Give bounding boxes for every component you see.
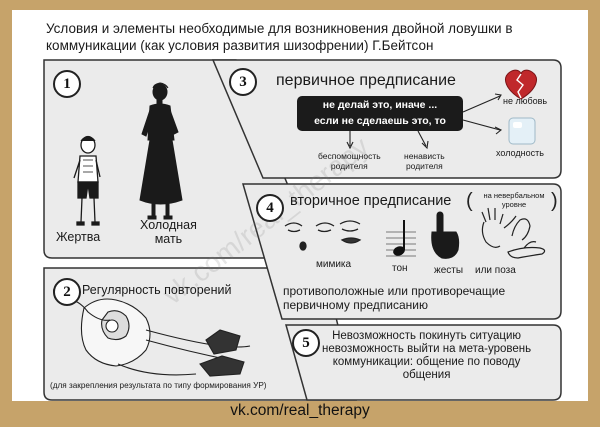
nonverbal-note-line2: уровне (501, 200, 527, 209)
hatred-label-line1: ненависть (404, 151, 445, 161)
cold-mother-label-line2: мать (154, 232, 183, 246)
hatred-label: ненависть родителя (404, 151, 445, 171)
panel-4-number: 4 (256, 194, 284, 222)
hatred-label-line2: родителя (405, 161, 443, 171)
broken-heart-icon (505, 69, 537, 100)
poster-title: Условия и элементы необходимые для возни… (46, 21, 513, 53)
primary-injunction-heading: первичное предписание (276, 72, 456, 89)
music-note-icon (386, 220, 416, 257)
panel-5-number: 5 (292, 329, 320, 357)
panel-1-number: 1 (53, 70, 81, 98)
face-icon (284, 220, 362, 251)
secondary-description-line2: первичному предписанию (283, 298, 428, 312)
svg-text:): ) (551, 190, 558, 212)
panel-5-line3: коммуникации: общение по поводу (332, 356, 521, 368)
regularity-note: (для закрепления результата по типу форм… (50, 381, 267, 390)
arrows-panel-3 (346, 93, 503, 150)
not-love-label: не любовь (503, 96, 548, 106)
footer-link[interactable]: vk.com/real_therapy (230, 402, 370, 419)
nonverbal-note-line1: на невербальном (483, 191, 545, 200)
cold-mother-label-line1: Холодная (140, 218, 197, 232)
secondary-injunction-heading: вторичное предписание (290, 193, 452, 209)
boy-figure-icon (73, 135, 101, 226)
mother-figure-icon (139, 82, 183, 220)
secondary-description-line1: противоположные или противоречащие (283, 284, 506, 298)
helplessness-label-line1: беспомощность (318, 151, 381, 161)
primary-injunction-line2: если не сделаешь это, то (314, 115, 446, 127)
panel-5-line4: общения (402, 369, 451, 381)
regularity-heading: Регулярность повторений (82, 283, 232, 297)
primary-injunction-box: не делай это, иначе ... если не сделаешь… (297, 96, 463, 131)
panel-3-number: 3 (229, 68, 257, 96)
nonverbal-note: на невербальном уровне (477, 191, 551, 209)
secondary-injunction-description: противоположные или противоречащие перви… (283, 284, 505, 312)
pointing-hand-icon (431, 211, 460, 259)
ice-cube-icon (508, 117, 536, 145)
tone-label: тон (392, 263, 408, 274)
panel-5-line1: Невозможность покинуть ситуацию (332, 330, 522, 342)
coldness-label: холодность (496, 148, 544, 158)
cold-mother-label: Холодная мать (140, 218, 197, 246)
panel-5-text: Невозможность покинуть ситуацию невозмож… (322, 330, 531, 382)
pose-label: или поза (475, 265, 516, 276)
primary-injunction-line1: не делай это, иначе ... (322, 99, 438, 111)
helplessness-label: беспомощность родителя (318, 151, 381, 171)
panel-5-line2: невозможность выйти на мета-уровень (322, 343, 532, 355)
helplessness-label-line2: родителя (330, 161, 368, 171)
victim-label: Жертва (56, 230, 101, 244)
open-hand-icon (507, 241, 546, 259)
svg-text:(: ( (466, 190, 473, 212)
neuron-icon (52, 285, 251, 377)
gestures-label: жесты (434, 265, 464, 276)
raised-hands-icon (481, 207, 531, 248)
panel-5-shape (285, 324, 562, 401)
mimics-label: мимика (316, 259, 352, 270)
panel-2-number: 2 (53, 278, 81, 306)
